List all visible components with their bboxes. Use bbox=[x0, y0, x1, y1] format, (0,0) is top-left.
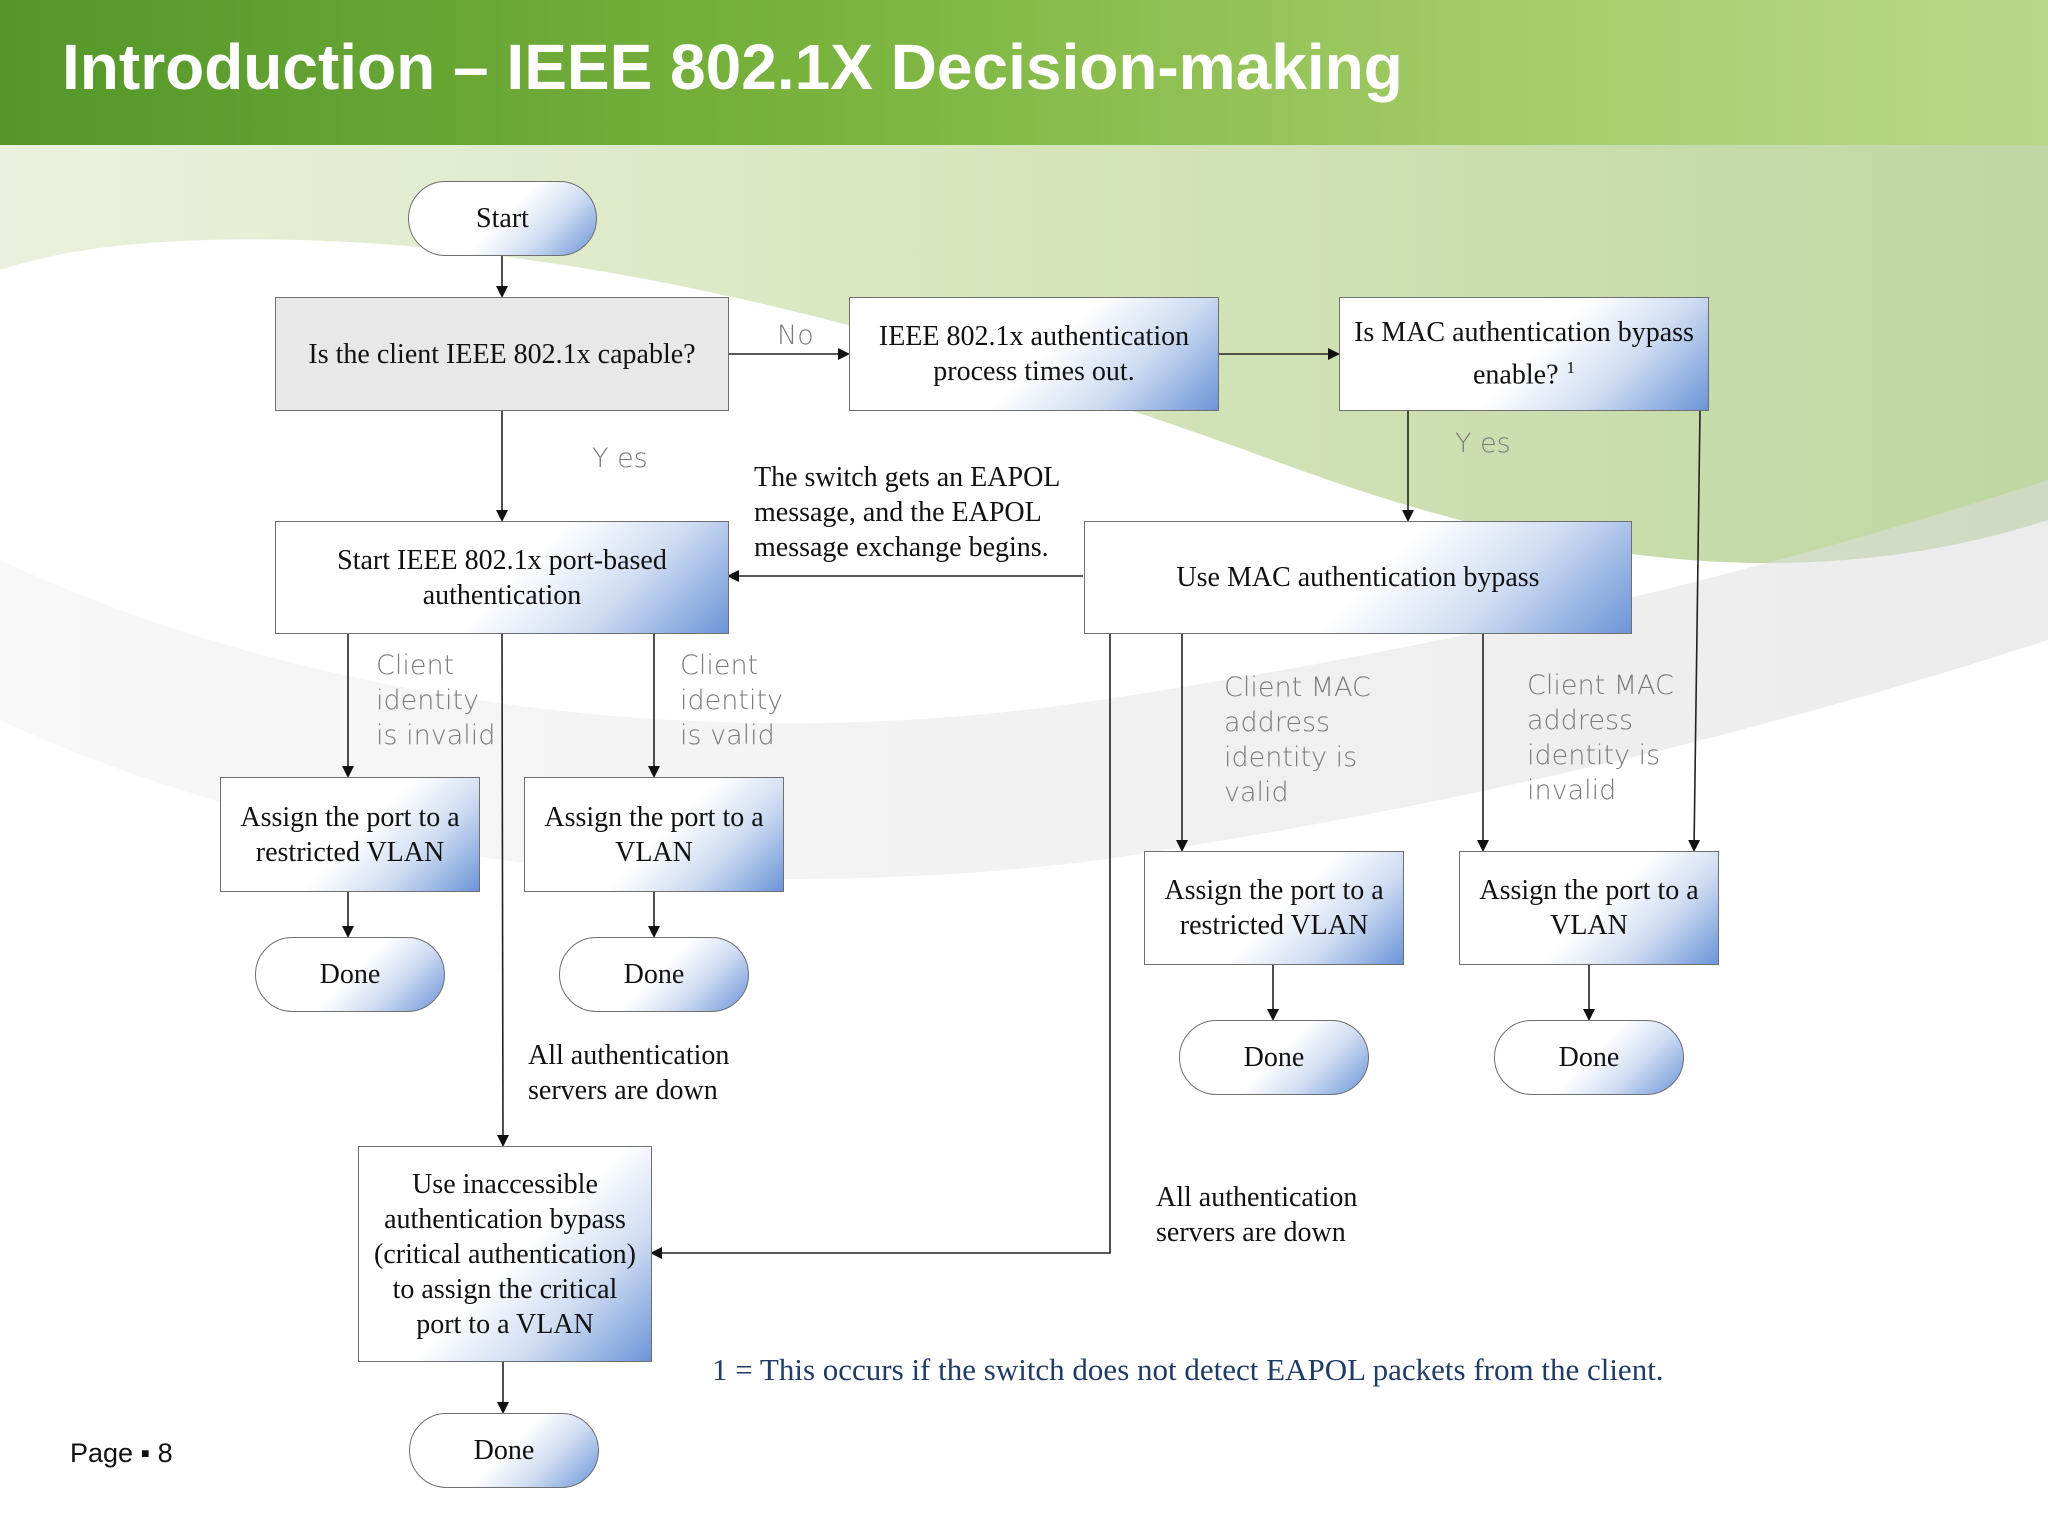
start-terminal: Start bbox=[408, 181, 597, 256]
process-start-port-auth-label: Start IEEE 802.1x port-based authenticat… bbox=[337, 544, 667, 611]
done-label-4: Done bbox=[1558, 1041, 1620, 1073]
start-label: Start bbox=[476, 202, 529, 234]
done-terminal-3: Done bbox=[1179, 1020, 1369, 1095]
decision-mab-enabled: Is MAC authentication bypass enable?1 bbox=[1339, 297, 1709, 411]
process-start-port-auth: Start IEEE 802.1x port-based authenticat… bbox=[275, 521, 729, 634]
process-use-mab-label: Use MAC authentication bypass bbox=[1176, 562, 1540, 593]
done-label-1: Done bbox=[319, 958, 381, 990]
footnote-marker: 1 bbox=[1566, 358, 1576, 378]
assign-restricted-right-label: Assign the port to a restricted VLAN bbox=[1164, 875, 1384, 941]
edge-label-eapol: The switch gets an EAPOL message, and th… bbox=[754, 462, 1061, 563]
edge-label-yes-left: Y es bbox=[592, 443, 648, 474]
page-title: Introduction – IEEE 802.1X Decision-maki… bbox=[62, 31, 1403, 103]
assign-vlan-left-label: Assign the port to a VLAN bbox=[544, 801, 764, 868]
title-bar: Introduction – IEEE 802.1X Decision-maki… bbox=[0, 0, 2048, 145]
done-label-2: Done bbox=[623, 958, 685, 990]
assign-vlan-right-label: Assign the port to a VLAN bbox=[1479, 875, 1699, 941]
edge-label-servers-down-right: All authentication servers are down bbox=[1156, 1182, 1358, 1248]
edge-label-no: No bbox=[777, 320, 814, 351]
process-auth-timeout-label: IEEE 802.1x authentication process times… bbox=[878, 321, 1190, 387]
done-terminal-2: Done bbox=[559, 937, 749, 1012]
process-critical-auth: Use inaccessible authentication bypass (… bbox=[358, 1146, 652, 1362]
footnote: 1 = This occurs if the switch does not d… bbox=[712, 1352, 1664, 1387]
process-critical-auth-label: Use inaccessible authentication bypass (… bbox=[374, 1168, 636, 1340]
decision-client-capable: Is the client IEEE 802.1x capable? bbox=[275, 297, 729, 411]
page-number: Page ▪ 8 bbox=[70, 1438, 173, 1468]
edge-label-servers-down-left: All authentication servers are down bbox=[528, 1040, 730, 1106]
done-terminal-5: Done bbox=[409, 1413, 599, 1488]
decision-mab-enabled-text: Is MAC authentication bypass enable? bbox=[1354, 317, 1694, 391]
process-assign-vlan-right: Assign the port to a VLAN bbox=[1459, 851, 1719, 965]
edge-label-client-valid: Client identity is valid bbox=[680, 650, 784, 751]
process-assign-restricted-vlan-left: Assign the port to a restricted VLAN bbox=[220, 777, 480, 892]
edge-label-mac-invalid: Client MAC address identity is invalid bbox=[1527, 670, 1674, 806]
process-auth-timeout: IEEE 802.1x authentication process times… bbox=[849, 297, 1219, 411]
assign-restricted-left-label: Assign the port to a restricted VLAN bbox=[240, 801, 460, 868]
process-assign-vlan-left: Assign the port to a VLAN bbox=[524, 777, 784, 892]
process-assign-restricted-vlan-right: Assign the port to a restricted VLAN bbox=[1144, 851, 1404, 965]
done-label-5: Done bbox=[473, 1434, 535, 1466]
edge-label-mac-valid: Client MAC address identity is valid bbox=[1224, 672, 1371, 808]
done-label-3: Done bbox=[1243, 1041, 1305, 1073]
decision-client-capable-label: Is the client IEEE 802.1x capable? bbox=[308, 338, 696, 370]
done-terminal-4: Done bbox=[1494, 1020, 1684, 1095]
process-use-mab: Use MAC authentication bypass bbox=[1084, 521, 1632, 634]
edge-label-client-invalid: Client identity is invalid bbox=[376, 650, 496, 751]
edge-label-yes-right: Y es bbox=[1455, 428, 1511, 459]
decision-mab-enabled-label: Is MAC authentication bypass enable?1 bbox=[1354, 315, 1694, 392]
done-terminal-1: Done bbox=[255, 937, 445, 1012]
